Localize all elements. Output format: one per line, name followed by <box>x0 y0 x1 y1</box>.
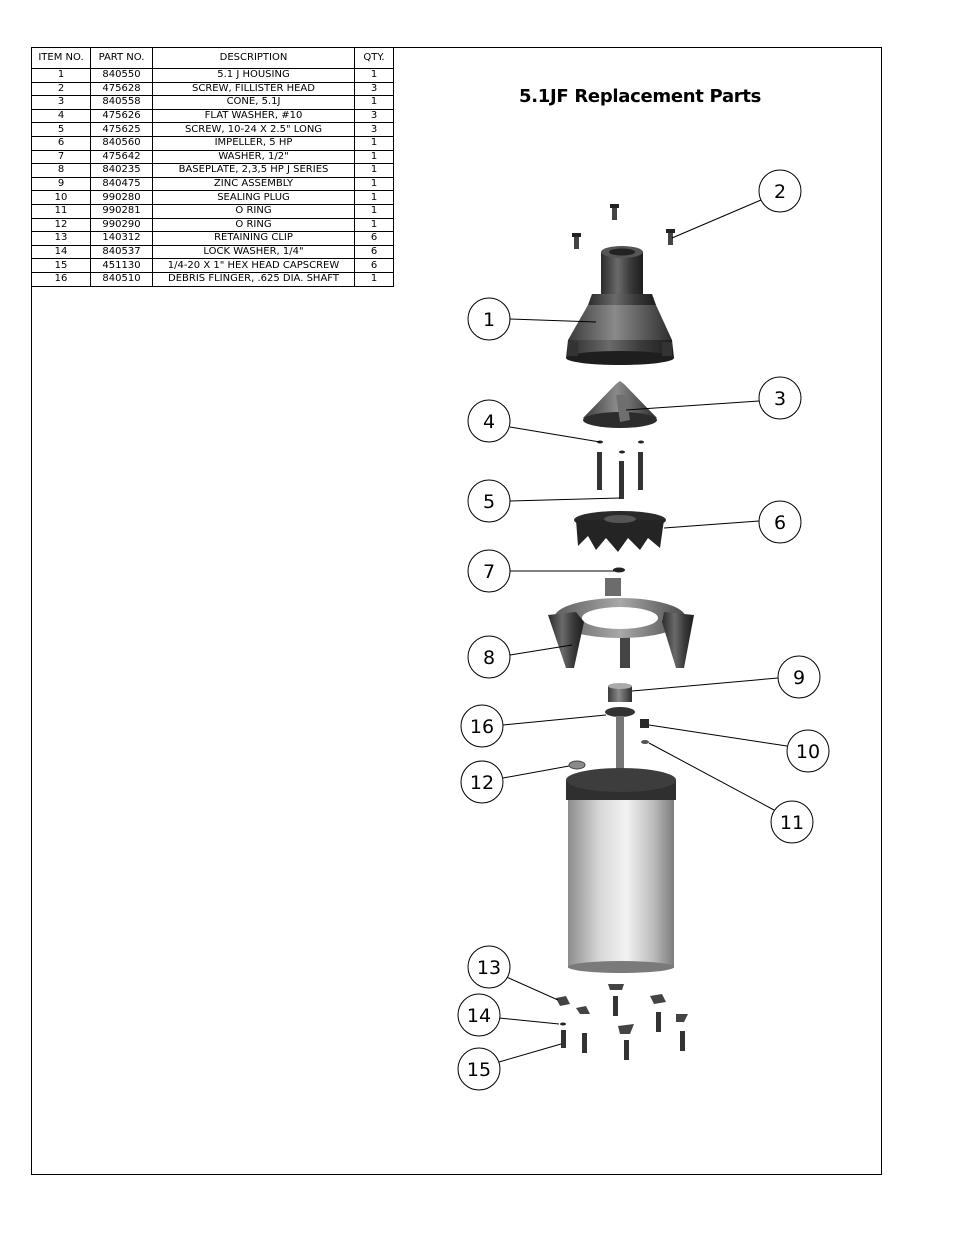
balloon-circle <box>758 500 802 544</box>
sealing-plug <box>640 719 649 728</box>
balloon-10: 10 <box>786 729 830 773</box>
balloon-15: 15 <box>457 1047 501 1091</box>
balloon-label: 15 <box>467 1059 491 1081</box>
balloon-circle <box>777 655 821 699</box>
balloon-label: 9 <box>793 667 805 689</box>
balloon-circle <box>460 760 504 804</box>
balloon-circle <box>467 297 511 341</box>
balloon-label: 4 <box>483 411 495 433</box>
cell-qty: 1 <box>354 190 394 205</box>
balloon-label: 13 <box>477 957 501 979</box>
balloon-9: 9 <box>777 655 821 699</box>
balloon-label: 6 <box>774 512 786 534</box>
o-ring-large <box>568 760 586 770</box>
balloon-16: 16 <box>460 704 504 748</box>
balloon-label: 7 <box>483 561 495 583</box>
balloon-label: 14 <box>467 1005 491 1027</box>
balloon-circle <box>770 800 814 844</box>
balloon-5: 5 <box>467 479 511 523</box>
balloon-4: 4 <box>467 399 511 443</box>
balloon-3: 3 <box>758 376 802 420</box>
baseplate <box>548 578 694 668</box>
cell-qty: 1 <box>354 271 394 287</box>
flat-washers-and-screws <box>597 440 644 499</box>
page-title: 5.1JF Replacement Parts <box>519 86 762 107</box>
balloon-label: 10 <box>796 741 820 763</box>
balloon-circle <box>467 399 511 443</box>
balloon-6: 6 <box>758 500 802 544</box>
washer-half-inch <box>613 567 625 573</box>
balloon-label: 8 <box>483 647 495 669</box>
cone <box>583 381 657 428</box>
balloon-circle <box>467 945 511 989</box>
balloon-label: 11 <box>780 812 804 834</box>
balloon-circle <box>460 704 504 748</box>
balloon-circle <box>758 376 802 420</box>
drawing-border <box>31 47 882 1175</box>
balloon-label: 5 <box>483 491 495 513</box>
balloon-circle <box>467 635 511 679</box>
balloon-circle <box>457 993 501 1037</box>
header-qty: QTY. <box>354 47 394 69</box>
balloon-13: 13 <box>467 945 511 989</box>
leader-lines <box>498 199 788 1063</box>
motor-shaft <box>616 716 624 778</box>
cell-part-no: 840510 <box>90 271 153 287</box>
balloon-label: 12 <box>470 772 494 794</box>
o-ring-small <box>641 740 649 744</box>
balloon-label: 3 <box>774 388 786 410</box>
parts-table-header: ITEM NO. PART NO. DESCRIPTION QTY. <box>31 47 394 69</box>
balloon-7: 7 <box>467 549 511 593</box>
zinc-assembly <box>608 683 632 702</box>
balloon-circle <box>467 479 511 523</box>
housing <box>566 246 674 365</box>
debris-flinger <box>605 707 635 717</box>
impeller <box>574 511 666 552</box>
fillister-screws <box>572 204 675 249</box>
balloon-label: 2 <box>774 181 786 203</box>
balloon-circle <box>467 549 511 593</box>
balloon-2: 2 <box>758 169 802 213</box>
balloon-circle <box>457 1047 501 1091</box>
clips-washers-capscrews <box>556 984 688 1060</box>
balloon-circle <box>758 169 802 213</box>
motor-can <box>566 768 676 973</box>
balloon-circle <box>786 729 830 773</box>
balloon-12: 12 <box>460 760 504 804</box>
balloon-label: 16 <box>470 716 494 738</box>
balloon-label: 1 <box>483 309 495 331</box>
balloon-8: 8 <box>467 635 511 679</box>
balloon-14: 14 <box>457 993 501 1037</box>
balloon-1: 1 <box>467 297 511 341</box>
balloon-11: 11 <box>770 800 814 844</box>
